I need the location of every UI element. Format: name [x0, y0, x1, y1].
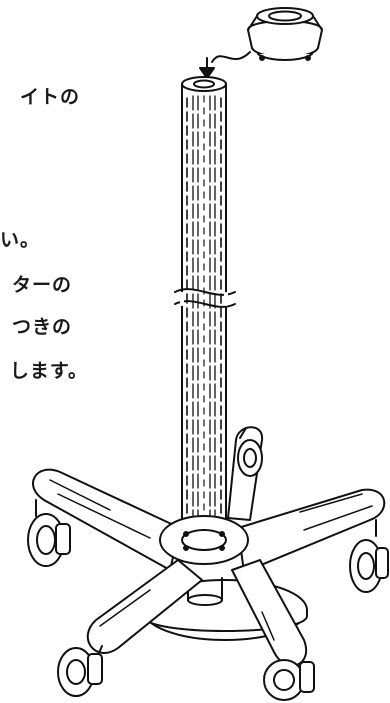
caster-front-left: [57, 645, 103, 697]
instruction-text-line: つきの: [11, 316, 72, 338]
caster-back: [237, 439, 263, 477]
star-base: [32, 426, 386, 667]
instruction-text-line: い。: [0, 229, 41, 251]
instruction-text-line: ターの: [11, 274, 72, 296]
pole-break-mark: [174, 288, 236, 308]
pole: [181, 76, 227, 547]
caster-front-right: [263, 659, 315, 701]
caster-left: [27, 499, 71, 567]
top-cap-part: [247, 7, 323, 61]
caster-right: [349, 519, 389, 593]
arrow-down-icon: [199, 57, 215, 79]
instruction-text-line: イトの: [19, 86, 80, 108]
assembly-guide-line: [211, 51, 251, 63]
instruction-text-line: します。: [9, 360, 88, 382]
